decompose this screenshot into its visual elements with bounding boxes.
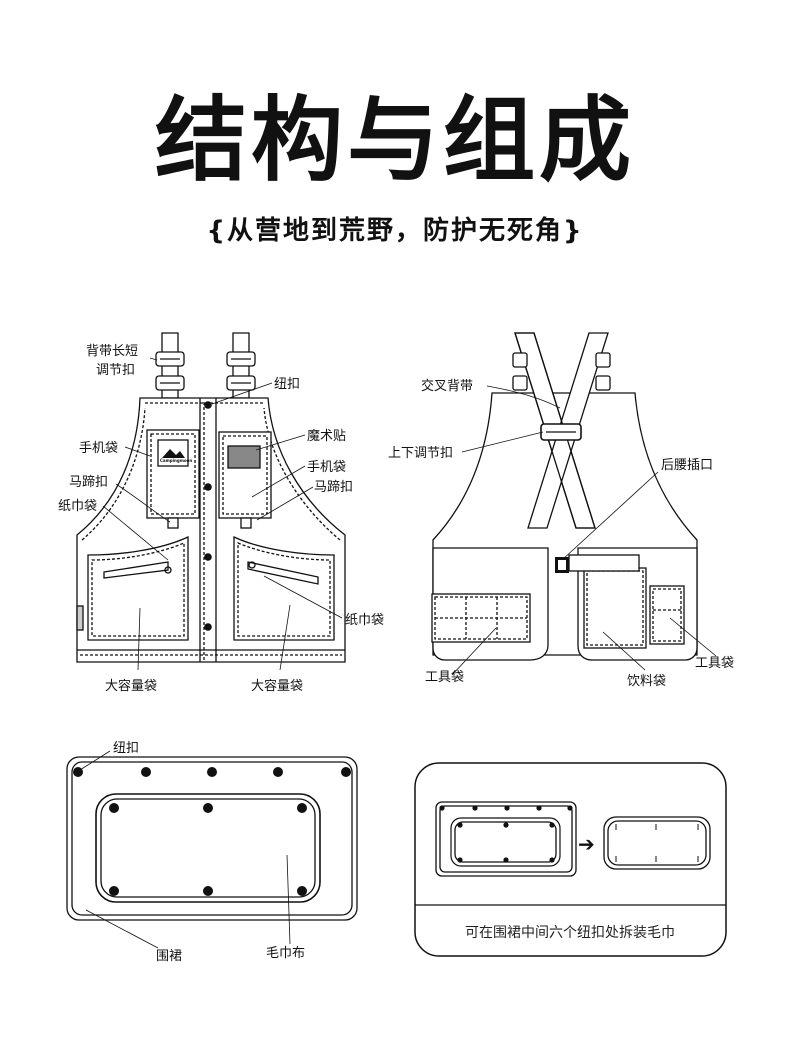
label-horseshoe-buckle-right: 马蹄扣 — [314, 479, 353, 495]
strap-adjuster-buckle-right — [226, 351, 256, 391]
apron-panel — [66, 756, 358, 921]
phone-pouch-left: Campingmoon — [146, 429, 200, 529]
arrow-right-icon: ➔ — [578, 832, 595, 856]
label-tissue-pocket-left: 纸巾袋 — [58, 499, 97, 514]
tool-bag-right — [649, 585, 685, 645]
front-leader-lines — [102, 357, 343, 671]
front-vest: Campingmoon — [76, 332, 346, 663]
label-towel: 毛巾布 — [266, 946, 305, 961]
label-tissue-pocket-right: 纸巾袋 — [345, 613, 384, 628]
label-button-front: 纽扣 — [274, 377, 300, 392]
label-button-apron: 纽扣 — [113, 741, 139, 756]
label-cross-straps: 交叉背带 — [421, 378, 473, 394]
page-title: 结构与组成 — [154, 87, 635, 194]
label-drink-bag: 饮料袋 — [627, 674, 666, 689]
removal-instruction-box — [414, 762, 727, 957]
tool-bag-left — [431, 593, 531, 643]
label-strap-adjuster: 背带长短 — [86, 344, 138, 359]
phone-pouch-right — [218, 431, 272, 529]
label-horseshoe-buckle-left: 马蹄扣 — [69, 474, 108, 490]
back-vest — [431, 332, 698, 661]
label-velcro: 魔术贴 — [307, 429, 346, 444]
brand-text: Campingmoon — [160, 458, 192, 463]
label-large-pocket-right: 大容量袋 — [251, 678, 303, 694]
page-subtitle: {从营地到荒野，防护无死角} — [206, 216, 584, 246]
label-waist-buckle: 后腰插口 — [661, 458, 713, 473]
large-pocket-right — [233, 535, 335, 641]
label-tool-bag-left: 工具袋 — [425, 670, 464, 685]
label-phone-pouch-right: 手机袋 — [307, 460, 346, 475]
waist-buckle — [555, 554, 640, 573]
apron-leader-lines — [79, 750, 291, 949]
strap-adjuster-buckle-left — [155, 351, 185, 391]
label-tool-bag-right: 工具袋 — [695, 656, 734, 671]
label-phone-pouch-left: 手机袋 — [79, 441, 118, 456]
drink-bag — [583, 567, 647, 649]
label-updown-adjuster: 上下调节扣 — [388, 446, 453, 461]
label-apron: 围裙 — [156, 949, 182, 964]
removal-caption: 可在围裙中间六个纽扣处拆装毛巾 — [465, 925, 675, 941]
back-leader-lines — [451, 385, 717, 676]
label-large-pocket-left: 大容量袋 — [105, 678, 157, 694]
label-strap-adjuster-2: 调节扣 — [96, 363, 135, 378]
